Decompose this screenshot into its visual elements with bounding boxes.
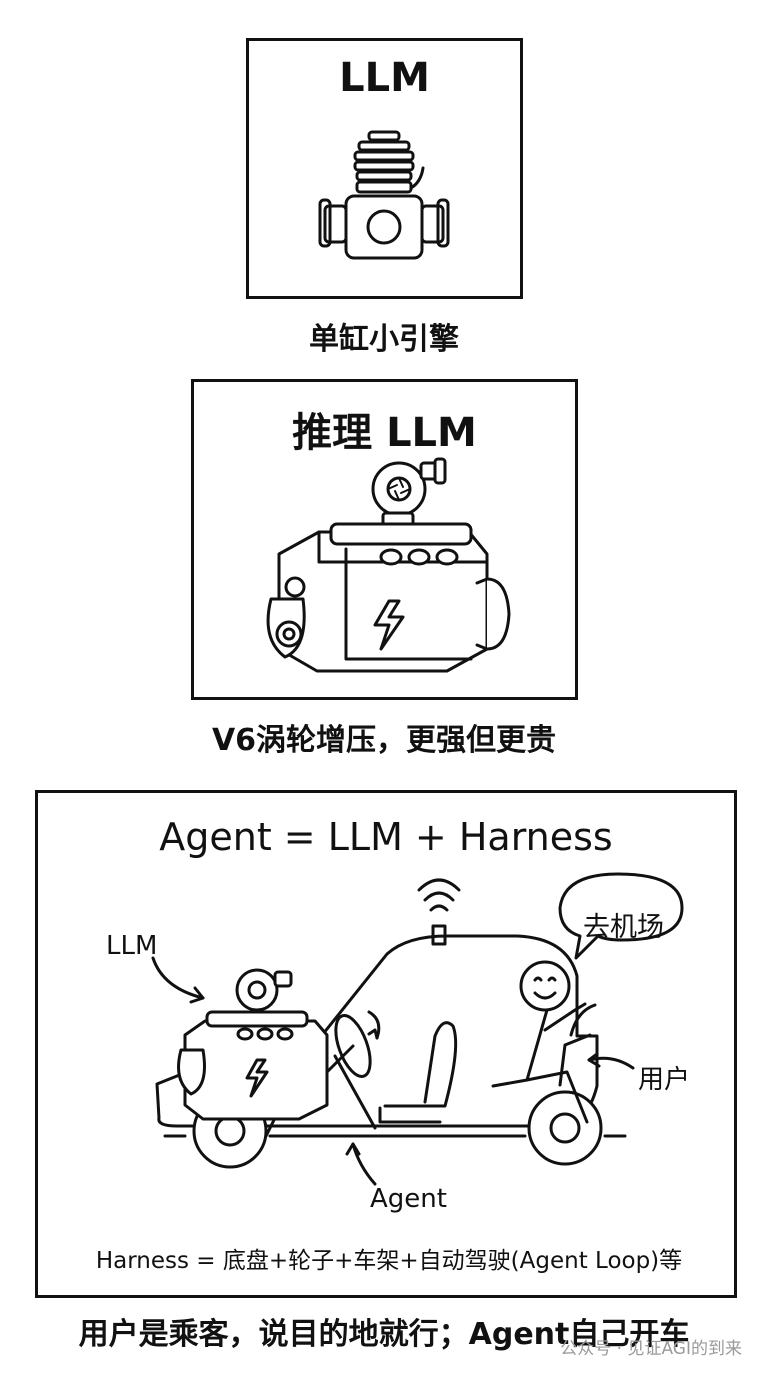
panel-agent-title: Agent = LLM + Harness <box>159 815 613 859</box>
label-user: 用户 <box>638 1065 691 1095</box>
label-agent: Agent <box>370 1184 447 1214</box>
seat-icon <box>383 1021 458 1108</box>
speech-text: 去机场 <box>583 912 664 943</box>
rear-wheel-icon <box>527 1090 603 1166</box>
v6-turbo-engine-icon <box>266 457 511 673</box>
panel-llm-title: LLM <box>339 55 430 101</box>
label-llm: LLM <box>106 931 158 961</box>
antenna-icon <box>431 924 447 946</box>
panel-reasoning-caption: V6涡轮增压，更强但更贵 <box>211 723 557 758</box>
agent-car-illustration <box>151 872 684 1186</box>
harness-note: Harness = 底盘+轮子+车架+自动驾驶(Agent Loop)等 <box>95 1248 683 1274</box>
footer-caption: 用户是乘客，说目的地就行；Agent自己开车 <box>78 1317 690 1352</box>
panel-llm-caption: 单缸小引擎 <box>309 322 459 357</box>
speech-bubble <box>558 872 684 960</box>
panel-reasoning-llm: 推理 LLM <box>191 379 578 700</box>
panel-llm: LLM <box>246 38 523 299</box>
panel-agent: Agent = LLM + Harness <box>35 790 737 1298</box>
arrow-llm-icon <box>151 956 205 1000</box>
car-body-outline <box>155 934 599 1128</box>
arrow-user-icon <box>587 1056 635 1070</box>
panel-reasoning-title: 推理 LLM <box>292 410 477 456</box>
user-head-icon <box>519 960 571 1012</box>
single-cylinder-engine-icon <box>318 130 450 260</box>
watermark: 公众号 · 见证AGI的到来 <box>560 1339 742 1359</box>
